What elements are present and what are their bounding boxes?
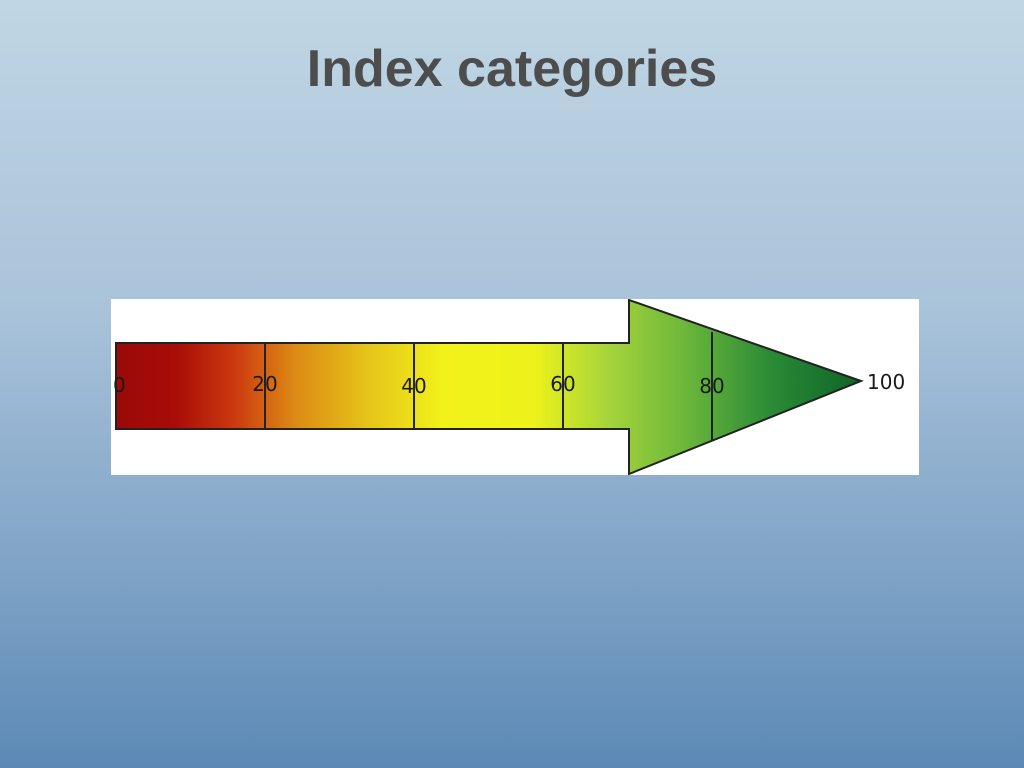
gradient-arrow: [115, 299, 864, 475]
tick-label-40: 40: [401, 374, 426, 398]
tick-label-80: 80: [699, 374, 724, 398]
tick-label-20: 20: [252, 372, 277, 396]
index-scale-arrow-diagram: 0 20 40 60 80 100: [113, 299, 905, 475]
slide-title: Index categories: [306, 40, 718, 98]
tick-label-0: 0: [113, 373, 126, 397]
scale-ticks: [264, 332, 713, 440]
scale-tick-labels: 0 20 40 60 80 100: [113, 370, 905, 398]
index-scale-figure: 0 20 40 60 80 100: [111, 299, 919, 475]
tick-label-100: 100: [867, 370, 905, 394]
tick-label-60: 60: [550, 372, 575, 396]
